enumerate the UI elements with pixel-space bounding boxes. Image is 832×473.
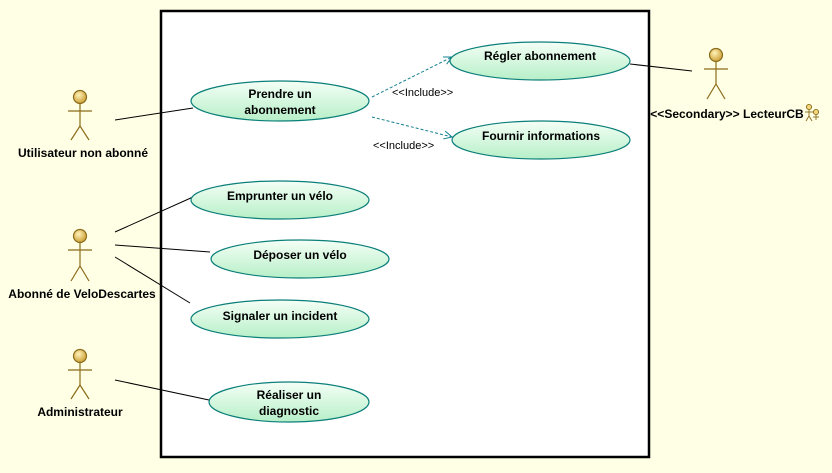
use-case-realiser-diagnostic[interactable] — [208, 381, 370, 423]
use-case-fournir-informations[interactable] — [451, 120, 631, 160]
assoc-abonne-signaler — [114, 256, 191, 304]
include-arrow-fournir — [371, 116, 452, 137]
use-case-prendre-line1: Prendre un — [248, 87, 311, 101]
use-case-signaler-incident[interactable] — [190, 299, 370, 339]
assoc-abonne-deposer — [114, 244, 211, 253]
use-case-prendre-line2: abonnement — [244, 103, 315, 117]
actor-label-nonsub: Utilisateur non abonné — [18, 146, 148, 160]
actor-icon-admin[interactable] — [68, 348, 92, 400]
use-case-regler-label: Régler abonnement — [484, 49, 596, 63]
actor-label-admin: Administrateur — [37, 405, 123, 419]
actor-icon-abonne[interactable] — [68, 228, 92, 282]
use-case-signaler-label: Signaler un incident — [223, 309, 338, 323]
actor-icon-lecteur[interactable] — [704, 47, 728, 100]
use-case-regler-abonnement[interactable] — [449, 41, 631, 81]
use-case-deposer-velo[interactable] — [210, 239, 390, 279]
use-case-emprunter-label: Emprunter un vélo — [227, 189, 333, 203]
actor-icon-nonsub[interactable] — [68, 89, 92, 141]
include-label-regler: <<Include>> — [392, 87, 453, 99]
secondary-actor-icon — [805, 103, 820, 122]
use-case-prendre-abonnement[interactable] — [190, 80, 370, 122]
assoc-nonsub-prendre — [114, 107, 194, 121]
assoc-regler-lecteur — [629, 63, 693, 72]
include-label-fournir: <<Include>> — [373, 140, 434, 152]
use-case-diagnostic-line2: diagnostic — [259, 404, 319, 418]
actor-label-abonne: Abonné de VeloDescartes — [8, 287, 156, 301]
use-case-emprunter-velo[interactable] — [190, 180, 370, 220]
use-case-diagnostic-line1: Réaliser un — [257, 388, 322, 402]
use-case-fournir-label: Fournir informations — [482, 129, 600, 143]
use-case-deposer-label: Déposer un vélo — [253, 248, 346, 262]
assoc-admin-diagnostic — [114, 379, 210, 401]
actor-label-lecteur: <<Secondary>> LecteurCB — [650, 107, 804, 121]
assoc-abonne-emprunter — [114, 196, 194, 233]
